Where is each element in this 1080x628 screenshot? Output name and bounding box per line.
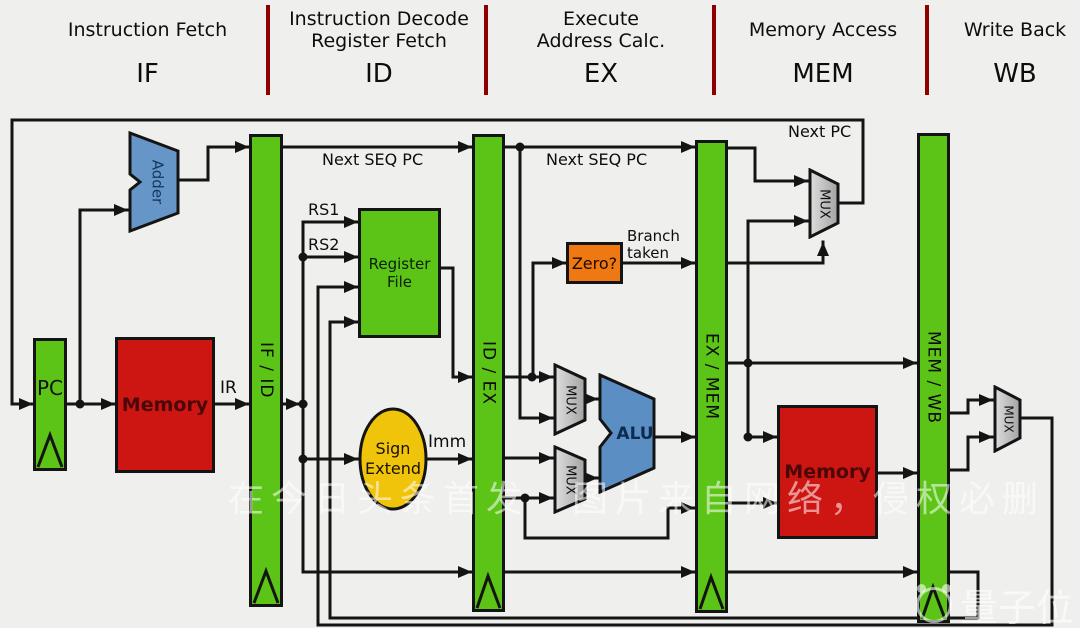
- register-file: Register File: [358, 208, 441, 338]
- rs2-label: RS2: [308, 235, 340, 254]
- stage-title: Write Back: [963, 19, 1067, 41]
- stage-separator: [925, 5, 929, 95]
- pc-register: PC: [33, 338, 67, 471]
- exmem-label: EX / MEM: [701, 333, 722, 420]
- stage-header-mem: Memory Access MEM: [724, 4, 922, 98]
- svg-text:MUX: MUX: [563, 385, 578, 415]
- clock-edge-icon: [252, 566, 280, 604]
- instruction-memory: Memory: [115, 337, 215, 473]
- svg-text:Adder: Adder: [149, 160, 167, 205]
- clock-edge-icon: [36, 430, 64, 468]
- clock-edge-icon: [698, 572, 725, 610]
- stage-header-if: Instruction Fetch IF: [30, 4, 265, 98]
- ifid-label: IF / ID: [256, 342, 276, 399]
- alu-src2-mux: MUX: [553, 445, 587, 514]
- next-seq-pc-label-ex: Next SEQ PC: [546, 150, 648, 169]
- next-pc-label: Next PC: [788, 122, 852, 141]
- memwb-label: MEM / WB: [923, 331, 944, 425]
- exmem-latch: EX / MEM: [695, 140, 728, 613]
- zero-detect: Zero?: [566, 242, 623, 284]
- ir-label: IR: [220, 378, 237, 398]
- rs1-label: RS1: [308, 200, 340, 219]
- stage-abbr-id: ID: [365, 59, 393, 89]
- svg-text:MUX: MUX: [817, 189, 832, 219]
- alu-src1-mux: MUX: [553, 363, 587, 436]
- adder: Adder: [128, 131, 180, 233]
- idex-latch: ID / EX: [472, 134, 505, 612]
- sign-extend: Sign Extend: [358, 407, 428, 511]
- idex-label: ID / EX: [478, 340, 499, 406]
- stage-separator: [712, 5, 716, 95]
- stage-abbr-mem: MEM: [792, 59, 854, 89]
- next-pc-mux: MUX: [808, 168, 840, 239]
- memwb-latch: MEM / WB: [917, 133, 950, 623]
- stage-abbr-ex: EX: [583, 59, 619, 89]
- stage-header-wb: Write Back WB: [950, 4, 1080, 98]
- ifid-latch: IF / ID: [249, 134, 283, 607]
- stage-title: Instruction Fetch: [67, 19, 228, 41]
- stage-separator: [484, 5, 488, 95]
- stage-title: Execute: [563, 8, 639, 30]
- stage-separator: [266, 5, 270, 95]
- imm-label: Imm: [428, 432, 467, 452]
- alu: ALU: [598, 373, 656, 494]
- stage-title: Instruction Decode: [289, 8, 469, 30]
- stage-abbr-wb: WB: [993, 59, 1037, 89]
- svg-text:ALU: ALU: [616, 424, 653, 444]
- pc-label: PC: [36, 375, 64, 400]
- clock-edge-icon: [920, 582, 947, 620]
- stage-title: Memory Access: [748, 19, 898, 41]
- clock-edge-icon: [475, 571, 502, 609]
- svg-text:MUX: MUX: [563, 465, 578, 495]
- svg-text:Extend: Extend: [365, 459, 421, 478]
- stage-abbr-if: IF: [136, 59, 159, 89]
- next-seq-pc-label-id: Next SEQ PC: [322, 150, 424, 169]
- svg-text:MUX: MUX: [1002, 405, 1016, 432]
- writeback-mux: MUX: [993, 385, 1022, 453]
- svg-text:Sign: Sign: [376, 439, 411, 458]
- data-memory: Memory: [777, 405, 878, 539]
